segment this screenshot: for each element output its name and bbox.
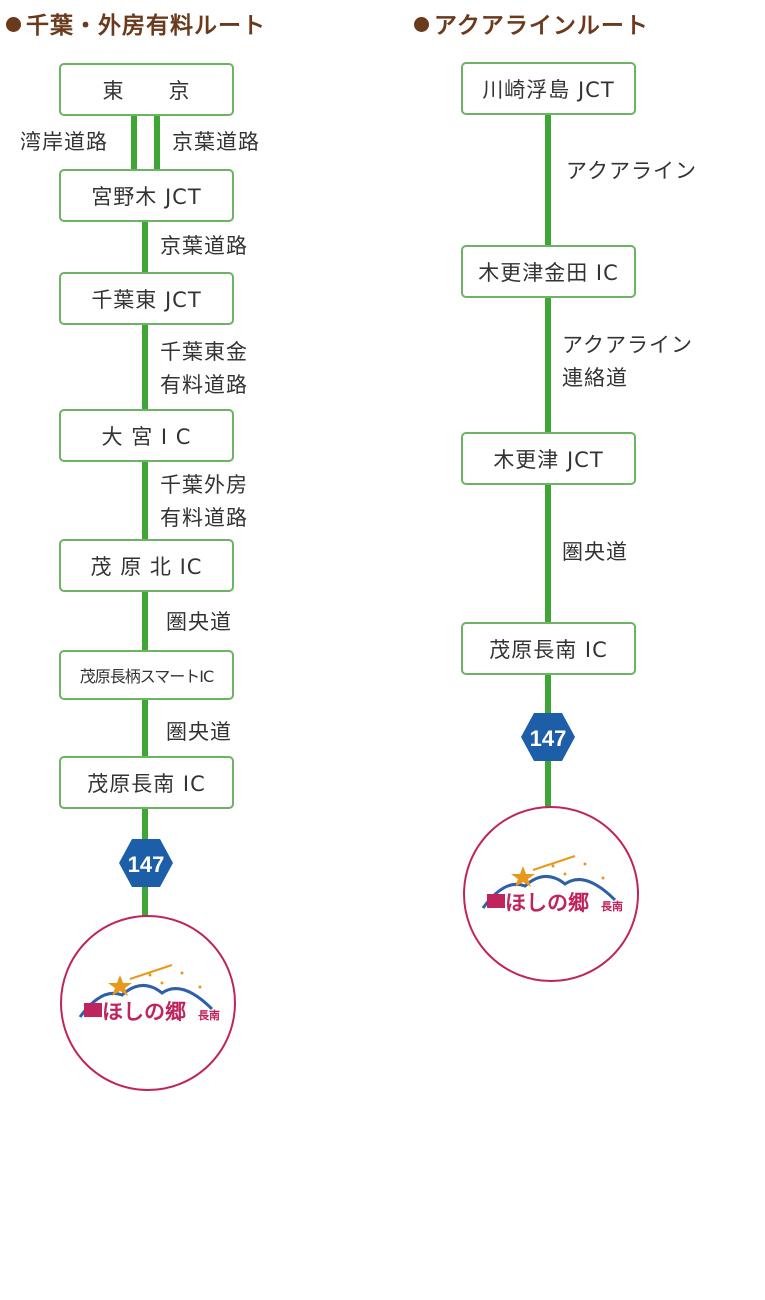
- house-icon: [84, 1003, 102, 1017]
- node-tokyo: 東 京: [59, 63, 234, 116]
- segment-label-kenodo: 圏央道: [166, 720, 232, 744]
- segment-label-line: 連絡道: [562, 366, 628, 390]
- segment-label-chibatogane: 千葉東金 有料道路: [160, 336, 248, 402]
- mountain-icon: [481, 875, 617, 909]
- segment-label-line: 千葉外房: [160, 473, 248, 497]
- segment-label-aqualine: アクアライン: [566, 159, 697, 183]
- hoshinosato-logo: ほしの郷 長南: [60, 915, 236, 1091]
- road-line: [142, 220, 148, 274]
- route-number-text: 147: [128, 852, 165, 877]
- road-line: [142, 590, 148, 652]
- road-line: [142, 698, 148, 758]
- route-number-text: 147: [530, 726, 567, 751]
- shooting-star-trail-icon: [129, 964, 173, 980]
- route-147-sign: 147: [118, 838, 174, 888]
- left-route-heading: 千葉・外房有料ルート: [6, 6, 266, 40]
- right-route-heading-text: アクアラインルート: [434, 13, 649, 39]
- road-line-wangan: [131, 114, 137, 171]
- route-147-sign: 147: [520, 712, 576, 762]
- logo-sub-text: 長南: [601, 899, 623, 913]
- star-icon: [511, 866, 535, 887]
- logo-main-text: ほしの郷: [505, 891, 589, 915]
- node-omiya-ic: 大 宮 I C: [59, 409, 234, 462]
- node-nagara-smart-ic: 茂原長柄スマートIC: [59, 650, 234, 700]
- right-route-heading: アクアラインルート: [414, 6, 649, 40]
- house-icon: [487, 894, 505, 908]
- node-miyanogi-jct: 宮野木 JCT: [59, 169, 234, 222]
- road-line: [142, 461, 148, 540]
- segment-label-keiyo: 京葉道路: [160, 234, 248, 258]
- segment-label-keiyo: 京葉道路: [172, 130, 260, 154]
- node-kisarazu-jct: 木更津 JCT: [461, 432, 636, 485]
- road-line: [545, 296, 551, 434]
- mountain-icon: [78, 984, 214, 1018]
- road-line-keiyo: [154, 114, 160, 171]
- road-line: [142, 324, 148, 411]
- star-icon: [108, 975, 132, 996]
- logo-main-text: ほしの郷: [102, 1000, 186, 1024]
- road-line: [545, 114, 551, 248]
- node-chonan-ic: 茂原長南 IC: [461, 622, 636, 675]
- node-chonan-ic: 茂原長南 IC: [59, 756, 234, 809]
- node-kisarazu-kaneda-ic: 木更津金田 IC: [461, 245, 636, 298]
- node-kawasaki-ukishima-jct: 川崎浮島 JCT: [461, 62, 636, 115]
- segment-label-kenodo: 圏央道: [562, 540, 628, 564]
- bullet-icon: [6, 17, 21, 32]
- segment-label-line: アクアライン: [562, 333, 693, 357]
- hoshinosato-logo: ほしの郷 長南: [463, 806, 639, 982]
- left-route-heading-text: 千葉・外房有料ルート: [26, 13, 266, 39]
- segment-label-kenodo: 圏央道: [166, 610, 232, 634]
- segment-label-chibasotobo: 千葉外房 有料道路: [160, 469, 248, 535]
- segment-label-wangan: 湾岸道路: [20, 130, 108, 154]
- shooting-star-trail-icon: [532, 855, 576, 871]
- bullet-icon: [414, 17, 429, 32]
- segment-label-line: 有料道路: [160, 506, 248, 530]
- node-mobarakita-ic: 茂 原 北 IC: [59, 539, 234, 592]
- logo-sub-text: 長南: [198, 1008, 220, 1022]
- segment-label-line: 千葉東金: [160, 340, 248, 364]
- segment-label-aqualine-renraku: アクアライン 連絡道: [562, 329, 693, 395]
- road-line: [545, 484, 551, 624]
- segment-label-line: 有料道路: [160, 373, 248, 397]
- node-chibahigashi-jct: 千葉東 JCT: [59, 272, 234, 325]
